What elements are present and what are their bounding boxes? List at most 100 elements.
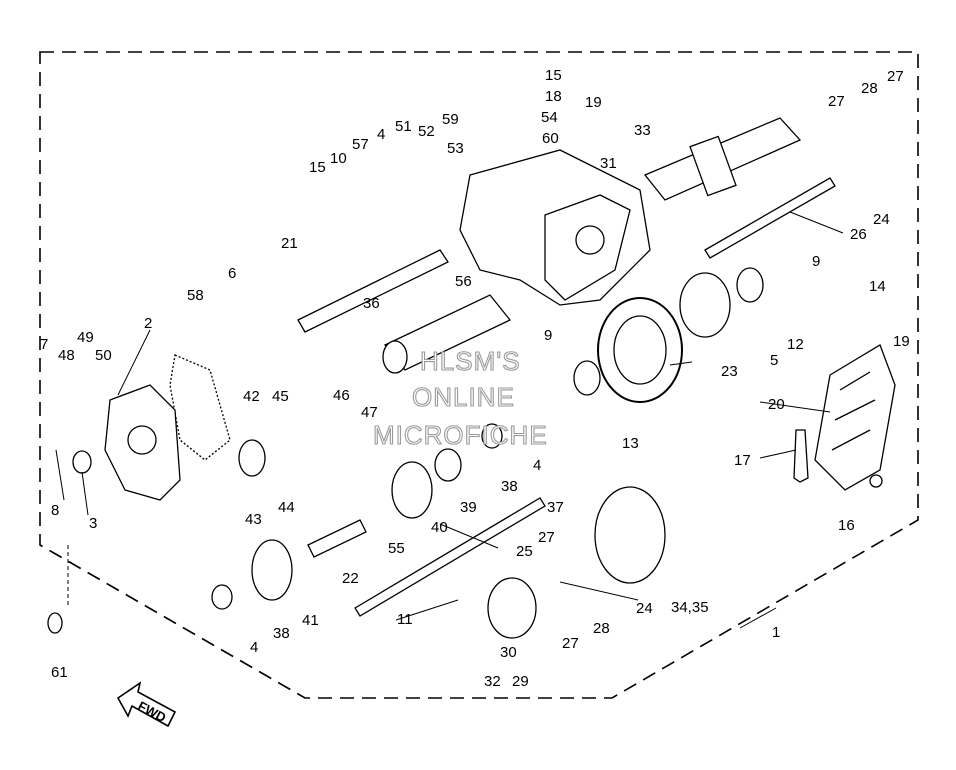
- fwd-arrow: FWD: [116, 681, 177, 728]
- fwd-arrow-icon: [116, 681, 177, 728]
- callout-53: 53: [447, 140, 464, 157]
- callout-13: 13: [622, 435, 639, 452]
- watermark-line-1: HLSM'S: [420, 346, 521, 376]
- oil-seal-3: [72, 450, 92, 474]
- leader-25: [439, 523, 499, 549]
- callout-4: 4: [250, 639, 258, 656]
- callout-25: 25: [516, 543, 533, 560]
- leader-lines: [55, 211, 844, 629]
- callout-36: 36: [363, 295, 380, 312]
- gear-39: [434, 448, 462, 482]
- bearing-4-lower: [211, 584, 233, 610]
- callout-52: 52: [418, 123, 435, 140]
- callout-56: 56: [455, 273, 472, 290]
- callout-28: 28: [861, 80, 878, 97]
- bearing-4-mid: [481, 423, 503, 449]
- bearing-9-upper: [736, 267, 764, 303]
- callout-39: 39: [460, 499, 477, 516]
- housing-bore: [575, 225, 605, 255]
- gasket-58: [169, 354, 231, 461]
- callout-1: 1: [772, 624, 780, 641]
- gear-42: [238, 439, 266, 477]
- side-cover-20: [814, 344, 896, 491]
- callout-57: 57: [352, 136, 369, 153]
- watermark-line-2: ONLINE: [412, 382, 515, 412]
- callout-29: 29: [512, 673, 529, 690]
- callout-61: 61: [51, 664, 68, 681]
- callout-19: 19: [893, 333, 910, 350]
- callout-30: 30: [500, 644, 517, 661]
- fwd-label: FWD: [135, 698, 168, 725]
- callout-7: 7: [40, 336, 48, 353]
- callout-50: 50: [95, 347, 112, 364]
- gear-41: [251, 539, 293, 601]
- callout-26: 26: [850, 226, 867, 243]
- ring-gear-inner: [613, 315, 667, 385]
- callout-4: 4: [533, 457, 541, 474]
- snap-ring-61: [47, 612, 63, 634]
- callout-27: 27: [562, 635, 579, 652]
- callout-42: 42: [243, 388, 260, 405]
- callout-38: 38: [273, 625, 290, 642]
- cover-ribs: [831, 371, 876, 451]
- parts-group: [47, 117, 896, 639]
- left-tube-end: [382, 340, 408, 374]
- callout-10: 10: [330, 150, 347, 167]
- callout-4: 4: [377, 126, 385, 143]
- callout-60: 60: [542, 130, 559, 147]
- watermark-line-3: MICROFICHE: [373, 420, 548, 450]
- callout-27: 27: [538, 529, 555, 546]
- axle-flange: [689, 135, 737, 197]
- leader-11: [395, 599, 459, 621]
- leader-26: [789, 211, 844, 234]
- callout-3: 3: [89, 515, 97, 532]
- leader-2: [117, 329, 151, 396]
- gear-40: [391, 461, 433, 519]
- callout-49: 49: [77, 329, 94, 346]
- breather-17: [793, 429, 809, 483]
- leader-1: [739, 607, 777, 629]
- callout-28: 28: [593, 620, 610, 637]
- callout-37: 37: [547, 499, 564, 516]
- callout-58: 58: [187, 287, 204, 304]
- callout-27: 27: [828, 93, 845, 110]
- callout-45: 45: [272, 388, 289, 405]
- callout-31: 31: [600, 155, 617, 172]
- leader-24: [559, 581, 639, 601]
- callout-41: 41: [302, 612, 319, 629]
- callout-18: 18: [545, 88, 562, 105]
- callout-20: 20: [768, 396, 785, 413]
- watermark: HLSM'S ONLINE MICROFICHE: [372, 345, 548, 450]
- callout-47: 47: [361, 404, 378, 421]
- drain-plug-16: [869, 474, 883, 488]
- output-shaft-25: [354, 497, 546, 617]
- callout-19: 19: [585, 94, 602, 111]
- leader-20: [759, 401, 831, 413]
- callout-21: 21: [281, 235, 298, 252]
- callout-43: 43: [245, 511, 262, 528]
- callout-11: 11: [397, 611, 413, 628]
- callout-23: 23: [721, 363, 738, 380]
- callout-9: 9: [812, 253, 820, 270]
- callout-8: 8: [51, 502, 59, 519]
- leader-3: [81, 471, 89, 516]
- callout-54: 54: [541, 109, 558, 126]
- leader-17: [759, 449, 797, 459]
- callout-48: 48: [58, 347, 75, 364]
- callout-24: 24: [873, 211, 890, 228]
- callout-32: 32: [484, 673, 501, 690]
- callout-44: 44: [278, 499, 295, 516]
- callout-40: 40: [431, 519, 448, 536]
- callout-55: 55: [388, 540, 405, 557]
- callout-34-35: 34,35: [671, 599, 709, 616]
- callout-51: 51: [395, 118, 412, 135]
- housing-cover-bore: [127, 425, 157, 455]
- callout-33: 33: [634, 122, 651, 139]
- callout-14: 14: [869, 278, 886, 295]
- pinion-shaft-22: [307, 519, 367, 558]
- callout-15: 15: [309, 159, 326, 176]
- input-shaft-21: [297, 249, 449, 333]
